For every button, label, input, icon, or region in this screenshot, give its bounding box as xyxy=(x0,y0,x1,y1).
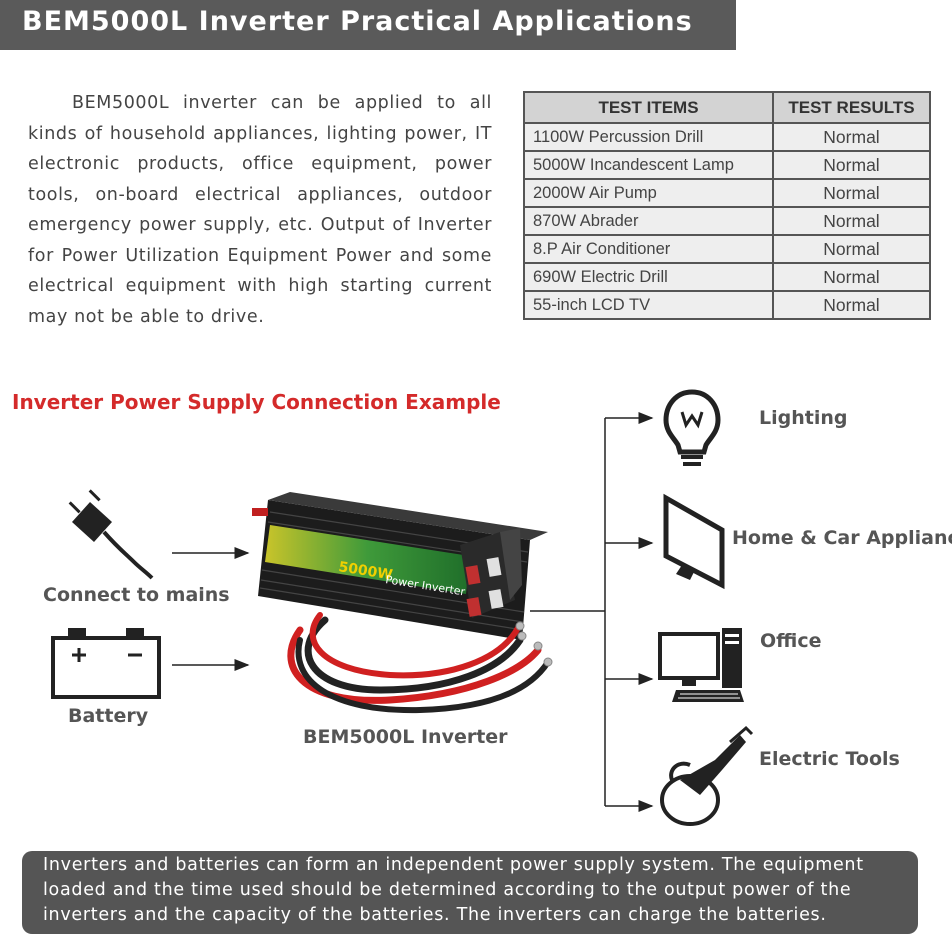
test-item: 690W Electric Drill xyxy=(523,262,774,292)
footer-note-box xyxy=(22,851,918,934)
appliances-label: Home & Car Appliances xyxy=(732,527,952,549)
inverter-label: BEM5000L Inverter xyxy=(303,726,508,748)
test-item: 2000W Air Pump xyxy=(523,178,774,208)
test-item: 5000W Incandescent Lamp xyxy=(523,150,774,180)
test-item: 1100W Percussion Drill xyxy=(523,122,774,152)
test-result: Normal xyxy=(772,206,931,236)
office-label: Office xyxy=(760,630,822,652)
test-item: 55-inch LCD TV xyxy=(523,290,774,320)
battery-label: Battery xyxy=(68,705,149,727)
table-header-row: TEST ITEMS TEST RESULTS xyxy=(523,91,931,124)
plug-icon xyxy=(68,489,154,580)
lighting-label: Lighting xyxy=(759,407,848,429)
mains-label: Connect to mains xyxy=(43,584,230,606)
computer-icon xyxy=(658,628,744,702)
test-result: Normal xyxy=(772,122,931,152)
title-bar xyxy=(0,0,736,50)
test-item: 8.P Air Conditioner xyxy=(523,234,774,264)
test-result: Normal xyxy=(772,290,931,320)
battery-cables xyxy=(287,612,553,714)
column-header-test-results: TEST RESULTS xyxy=(772,91,931,124)
monitor-icon xyxy=(663,493,725,590)
test-results-table: TEST ITEMS TEST RESULTS 1100W Percussion… xyxy=(523,91,931,320)
intro-paragraph: BEM5000L inverter can be applied to all … xyxy=(28,93,492,327)
angle-grinder-icon xyxy=(660,725,754,826)
page-title: BEM5000L Inverter Practical Applications xyxy=(22,6,693,37)
test-result: Normal xyxy=(772,262,931,292)
test-result: Normal xyxy=(772,178,931,208)
footer-note-text: Inverters and batteries can form an inde… xyxy=(43,855,864,925)
test-item: 870W Abrader xyxy=(523,206,774,236)
electric-tools-label: Electric Tools xyxy=(759,748,900,770)
column-header-test-items: TEST ITEMS xyxy=(523,91,774,124)
test-result: Normal xyxy=(772,234,931,264)
inverter-image: 5000W Power Inverter xyxy=(252,492,548,640)
lightbulb-icon xyxy=(663,389,721,466)
test-result: Normal xyxy=(772,150,931,180)
output-connector-lines xyxy=(530,412,654,812)
battery-icon xyxy=(51,628,161,699)
connection-section-title: Inverter Power Supply Connection Example xyxy=(12,390,501,414)
